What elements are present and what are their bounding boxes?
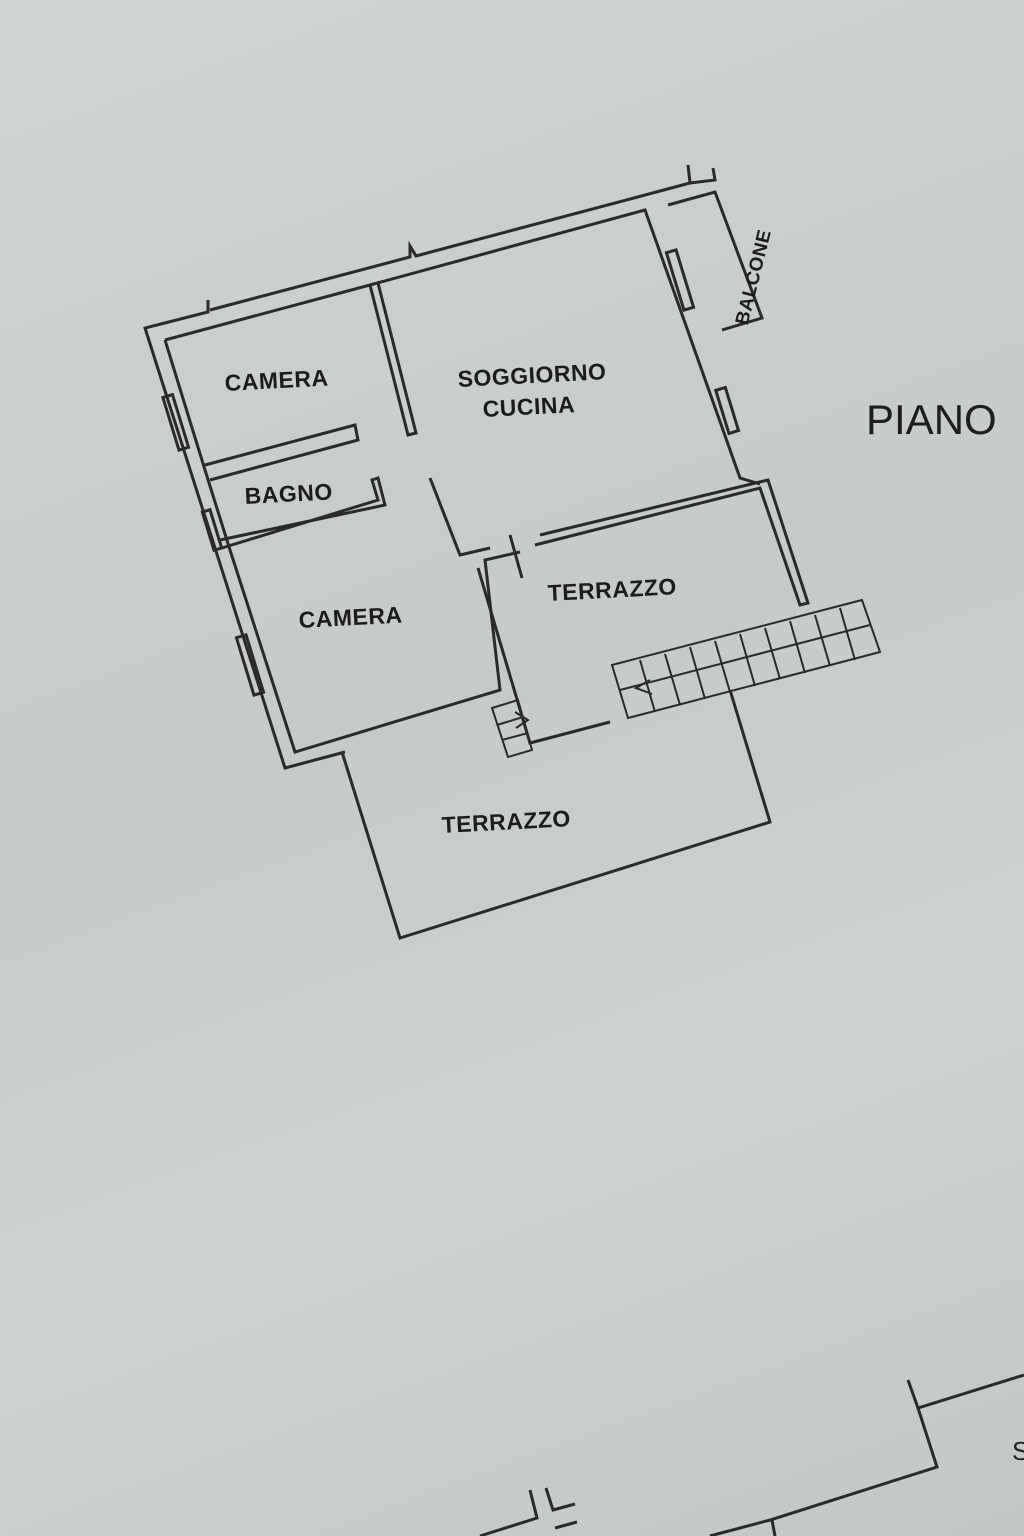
inner-wall-top xyxy=(164,208,761,486)
lower-plan-wall xyxy=(554,1520,578,1530)
wall-camera-soggiorno xyxy=(368,282,418,437)
window xyxy=(200,507,224,553)
room-label-cucina: CUCINA xyxy=(482,391,576,422)
staircase xyxy=(610,598,882,720)
inner-wall-left xyxy=(163,339,521,754)
wall-bagno-camera xyxy=(219,476,387,550)
wall-camera-bagno xyxy=(204,423,360,482)
room-label-camera: CAMERA xyxy=(298,601,404,633)
cut-off-label: S xyxy=(1012,1436,1024,1466)
floor-label: PIANO xyxy=(866,396,997,443)
room-label-camera: CAMERA xyxy=(224,364,330,396)
lower-plan-wall xyxy=(544,1487,576,1512)
window xyxy=(161,392,191,453)
lower-plan-wall xyxy=(906,1373,1024,1410)
small-staircase xyxy=(490,698,534,759)
balcone-outline xyxy=(667,190,764,332)
door-mark xyxy=(508,534,524,579)
lower-plan-wall xyxy=(479,1489,539,1536)
window xyxy=(664,247,696,313)
outer-wall xyxy=(143,300,346,770)
terrazzo-upper-wall xyxy=(534,478,810,607)
room-label-bagno: BAGNO xyxy=(244,478,334,509)
outer-wall-right xyxy=(689,167,717,185)
window xyxy=(234,632,266,698)
lower-plan-wall xyxy=(770,1519,777,1536)
terrazzo-lower-outline xyxy=(340,689,772,940)
lower-plan-wall xyxy=(709,1407,939,1536)
outer-wall-top xyxy=(209,164,692,312)
wall-corridor xyxy=(428,477,491,557)
window xyxy=(713,385,741,436)
